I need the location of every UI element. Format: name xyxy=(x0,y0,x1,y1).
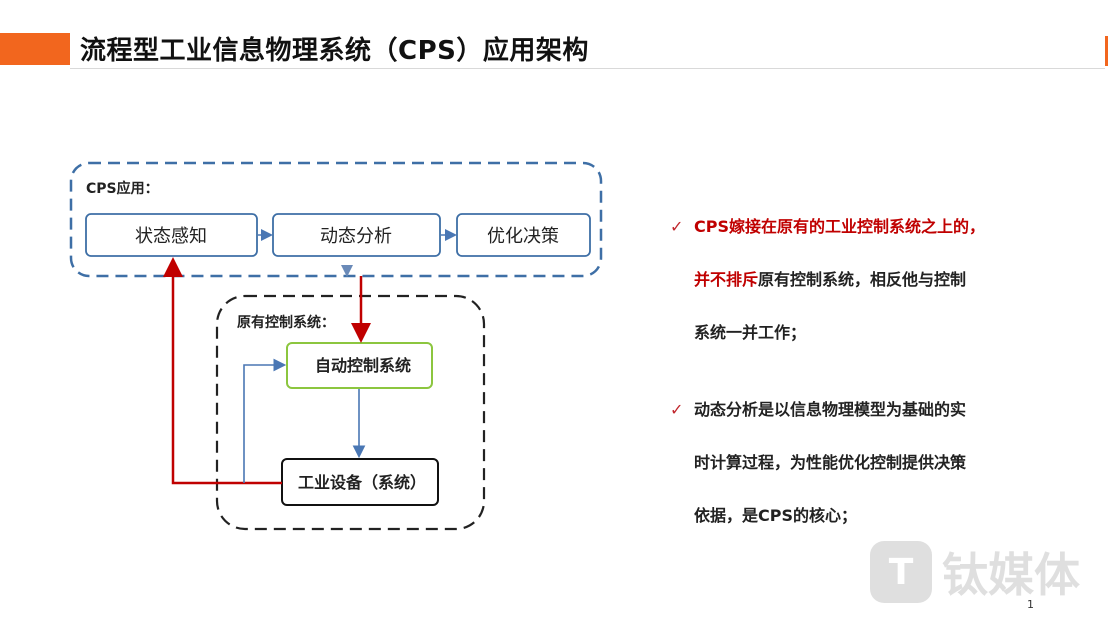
node-decision-box xyxy=(456,213,591,257)
right-accent-tick xyxy=(1105,36,1108,66)
watermark: T 钛媒体 xyxy=(870,540,1100,604)
node-decision: 优化决策 xyxy=(487,226,559,247)
blue-arrow-equipment-to-control xyxy=(243,358,287,483)
cps-application-group xyxy=(69,161,603,278)
bullet-item-2: ✓ 动态分析是以信息物理模型为基础的实 时计算过程，为性能优化控制提供决策 依据… xyxy=(670,398,1090,557)
page-title: 流程型工业信息物理系统（CPS）应用架构 xyxy=(80,36,589,66)
legacy-control-group xyxy=(215,294,486,531)
node-analysis: 动态分析 xyxy=(320,226,392,247)
check-icon: ✓ xyxy=(670,400,684,419)
bullet-2-line-1: 动态分析是以信息物理模型为基础的实 xyxy=(694,400,967,419)
watermark-logo-icon: T xyxy=(870,541,932,603)
equipment-label: 工业设备（系统） xyxy=(298,473,426,492)
cps-group-label: CPS应用： xyxy=(86,180,159,197)
bullet-item-1: ✓ CPS嫁接在原有的工业控制系统之上的， 并不排斥原有控制系统，相反他与控制 … xyxy=(670,215,1090,374)
bullet-1-line-2: 原有控制系统，相反他与控制 xyxy=(758,270,967,289)
bullet-1-line-3: 系统一并工作； xyxy=(694,323,807,342)
bullet-1-line-1: CPS嫁接在原有的工业控制系统之上的， xyxy=(694,217,985,236)
auto-control-box xyxy=(286,342,433,389)
legacy-group-label: 原有控制系统： xyxy=(237,314,335,331)
page-number: 1 xyxy=(1027,598,1034,611)
bullet-list: ✓ CPS嫁接在原有的工业控制系统之上的， 并不排斥原有控制系统，相反他与控制 … xyxy=(670,215,1090,581)
red-arrow-equipment-to-perception xyxy=(163,257,282,485)
node-analysis-box xyxy=(272,213,441,257)
watermark-text: 钛媒体 xyxy=(942,548,1080,602)
title-divider xyxy=(70,68,1105,69)
check-icon: ✓ xyxy=(670,217,684,236)
bullet-2-line-3: 依据，是CPS的核心； xyxy=(694,506,857,525)
bullet-2-line-2: 时计算过程，为性能优化控制提供决策 xyxy=(694,453,967,472)
auto-control-label: 自动控制系统 xyxy=(315,356,411,375)
node-perception: 状态感知 xyxy=(135,226,207,247)
node-perception-box xyxy=(85,213,258,257)
bullet-1-line-2-red: 并不排斥 xyxy=(694,270,759,289)
accent-bar xyxy=(0,33,70,65)
